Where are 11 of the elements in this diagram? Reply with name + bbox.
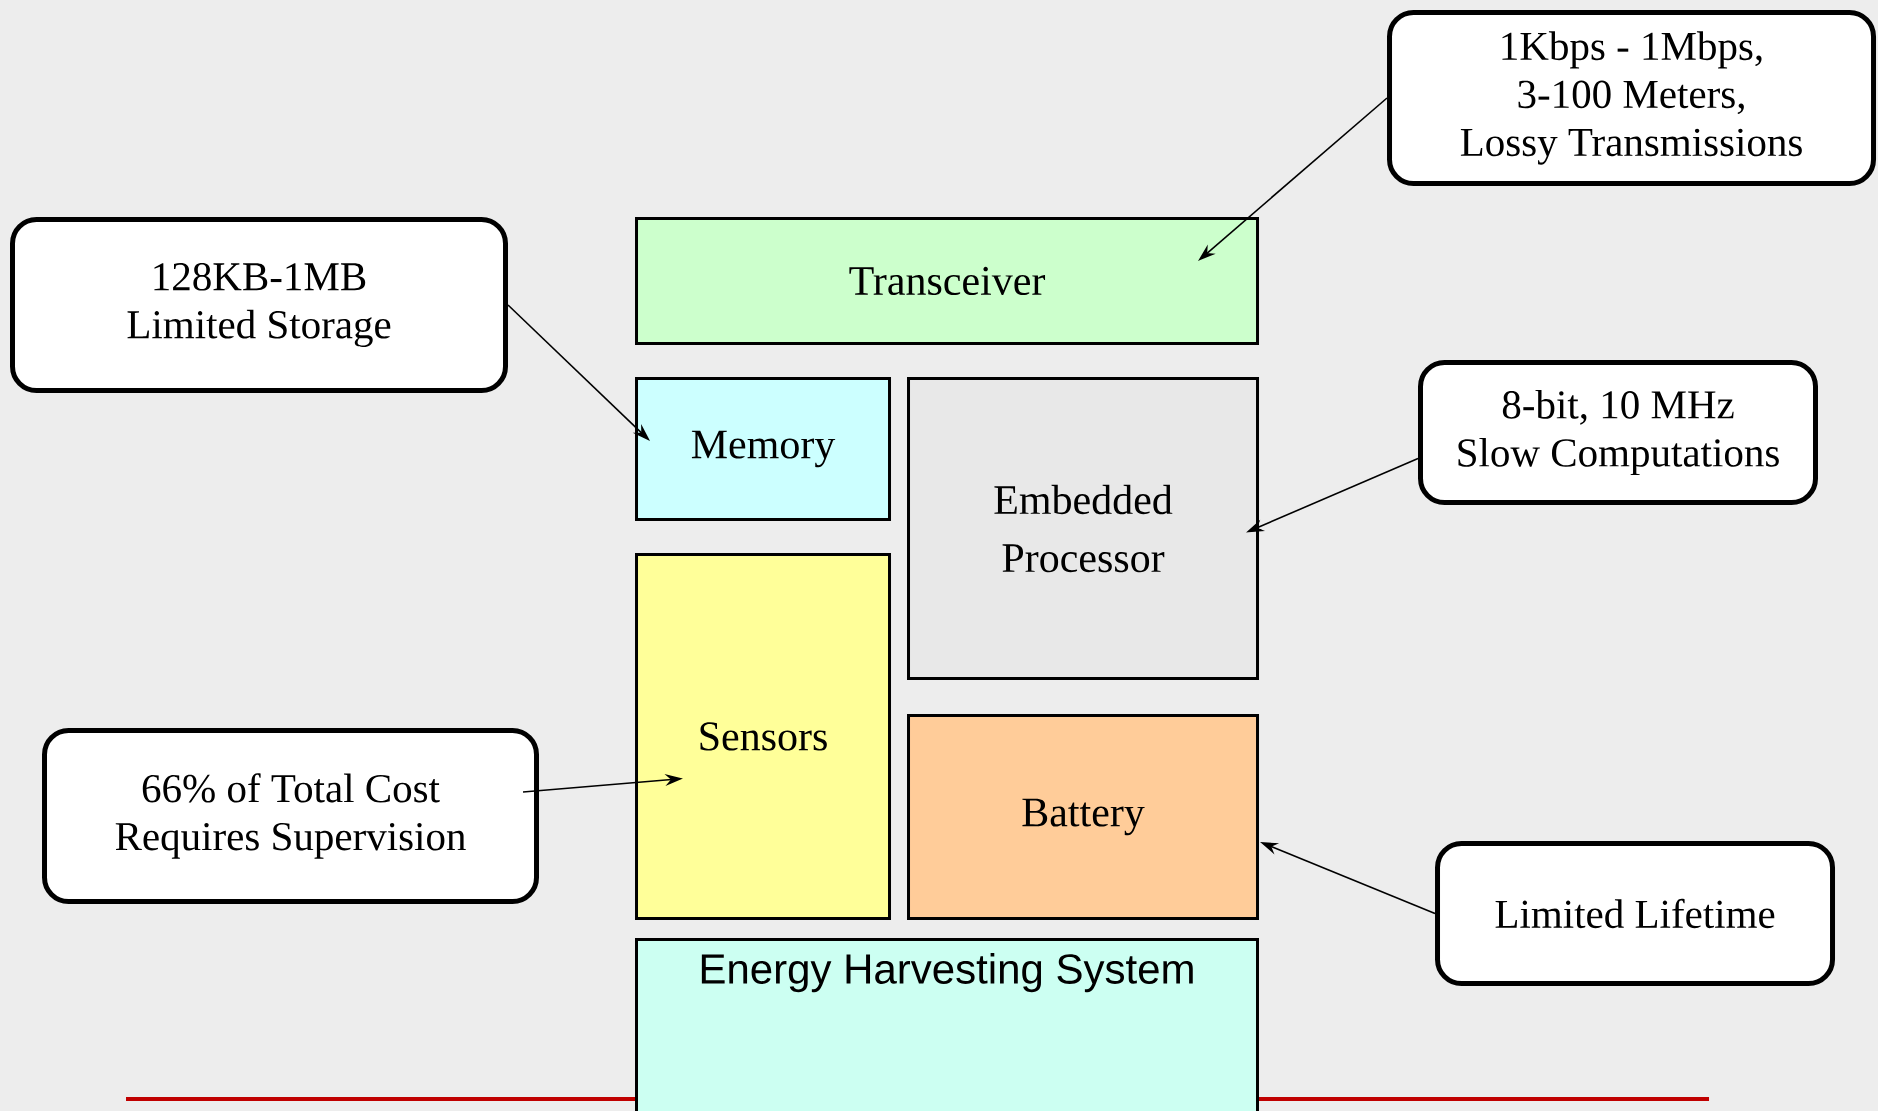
component-box: Energy Harvesting System bbox=[635, 938, 1259, 1111]
component-box: Battery bbox=[907, 714, 1259, 920]
callout-box: 8-bit, 10 MHz Slow Computations bbox=[1418, 360, 1818, 505]
callout-box: Limited Lifetime bbox=[1435, 841, 1835, 986]
component-box: Sensors bbox=[635, 553, 891, 920]
callout-box: 1Kbps - 1Mbps, 3-100 Meters, Lossy Transmissions bbox=[1387, 10, 1876, 186]
component-box: Embedded Processor bbox=[907, 377, 1259, 680]
callout-box: 128KB-1MB Limited Storage bbox=[10, 217, 508, 393]
component-box: Transceiver bbox=[635, 217, 1259, 345]
callout-box: 66% of Total Cost Requires Supervision bbox=[42, 728, 539, 904]
component-box: Memory bbox=[635, 377, 891, 521]
